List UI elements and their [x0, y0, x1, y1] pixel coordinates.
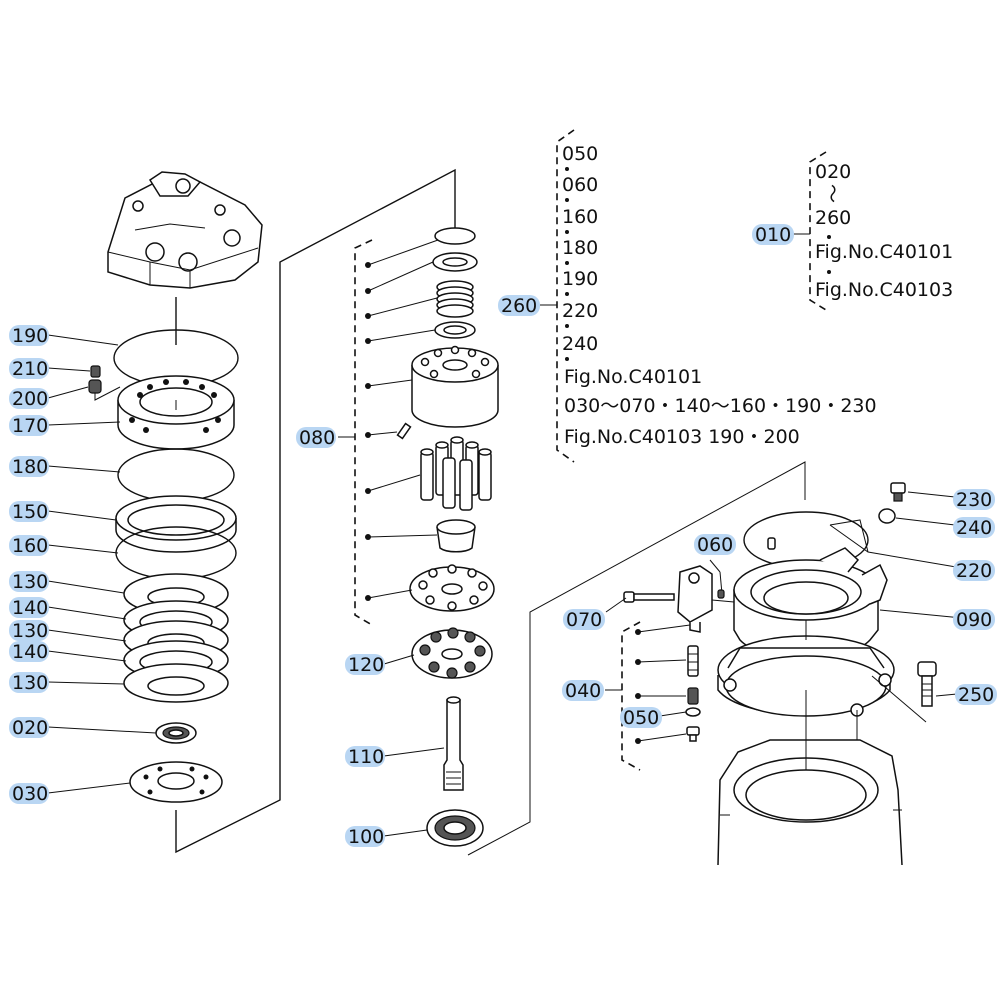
- middle-callouts: 080 120 110 100: [296, 427, 385, 848]
- callout-210: 210: [12, 358, 48, 380]
- ring-240-part: [878, 508, 896, 524]
- plug-spring-parts: [88, 365, 121, 401]
- kit-010-note: 010 020 ～ 260 Fig.No.C40101 Fig.No.C4010…: [752, 151, 953, 311]
- kit-260-fig2: Fig.No.C40103 190・200: [564, 426, 800, 448]
- callout-130: 130: [12, 672, 48, 694]
- valve-body-060-part: [677, 565, 713, 633]
- callout-240: 240: [956, 517, 992, 539]
- kit-010-fig2: Fig.No.C40103: [815, 279, 953, 301]
- callout-190: 190: [12, 325, 48, 347]
- kit-260-fig1-parts: 030～070・140～160・190・230: [564, 395, 877, 417]
- kit-260-note: 260 050 060 160 180 190 220 240 Fig.No.C…: [498, 129, 877, 463]
- kit-260-item: 190: [562, 268, 598, 290]
- kit-260-item: 060: [562, 174, 598, 196]
- kit-260-fig1: Fig.No.C40101: [564, 366, 702, 388]
- bolt-250-part: [917, 661, 937, 707]
- right-callouts: 060 070 040 050 230 240 220 090 250: [562, 489, 997, 729]
- friction-plate-stack-part: [123, 573, 229, 703]
- callout-140: 140: [12, 641, 48, 663]
- callout-090: 090: [956, 609, 992, 631]
- callout-230: 230: [956, 489, 992, 511]
- middle-assembly: [338, 227, 806, 856]
- bearing-020-part: [155, 722, 197, 744]
- retainer-plate-part: [409, 564, 495, 612]
- piston-set-part: [420, 436, 492, 511]
- kit-260-item: 160: [562, 206, 598, 228]
- swash-plate-120-part: [411, 627, 493, 679]
- callout-050: 050: [623, 707, 659, 729]
- kit-010-to: 260: [815, 207, 851, 229]
- kit-260-item: 240: [562, 333, 598, 355]
- callout-250: 250: [958, 684, 994, 706]
- callout-110: 110: [348, 746, 384, 768]
- plate-030-part: [129, 761, 223, 803]
- callout-220: 220: [956, 560, 992, 582]
- kit-010-from: 020: [815, 161, 851, 183]
- ring-150-part: [115, 495, 237, 553]
- callout-150: 150: [12, 501, 48, 523]
- kit-260-item: 180: [562, 237, 598, 259]
- cylinder-block-part: [411, 345, 499, 428]
- callout-260: 260: [501, 295, 537, 317]
- callout-160: 160: [12, 535, 48, 557]
- callout-020: 020: [12, 717, 48, 739]
- lower-casing-part: [717, 690, 903, 866]
- callout-140: 140: [12, 597, 48, 619]
- shaft-110-part: [443, 696, 464, 791]
- callout-130: 130: [12, 620, 48, 642]
- snap-ring-part: [434, 227, 476, 245]
- plug-230-part: [890, 482, 906, 502]
- callout-200: 200: [12, 388, 48, 410]
- kit-010-tilde: ～: [821, 184, 843, 203]
- callout-060: 060: [697, 534, 733, 556]
- callout-120: 120: [348, 654, 384, 676]
- left-assembly: [47, 168, 456, 854]
- bearing-100-part: [426, 809, 484, 847]
- callout-180: 180: [12, 456, 48, 478]
- spring-part: [436, 280, 474, 318]
- callout-010: 010: [755, 224, 791, 246]
- relief-valve-parts: [685, 645, 701, 742]
- callout-070: 070: [566, 609, 602, 631]
- left-callouts: 190 210 200 170 180 150 160 130 140 130 …: [9, 325, 49, 805]
- callout-040: 040: [565, 680, 601, 702]
- valve-cover-part: [107, 171, 263, 289]
- kit-260-item: 050: [562, 143, 598, 165]
- kit-010-fig1: Fig.No.C40101: [815, 241, 953, 263]
- callout-130: 130: [12, 571, 48, 593]
- kit-260-item: 220: [562, 300, 598, 322]
- housing-090-part: [717, 547, 895, 717]
- callout-030: 030: [12, 783, 48, 805]
- callout-100: 100: [348, 826, 384, 848]
- bolt-070-part: [623, 591, 675, 603]
- flange-170-part: [117, 375, 235, 450]
- callout-170: 170: [12, 415, 48, 437]
- o-ring-180-part: [117, 448, 235, 502]
- right-assembly: [605, 482, 963, 866]
- callout-080: 080: [299, 427, 335, 449]
